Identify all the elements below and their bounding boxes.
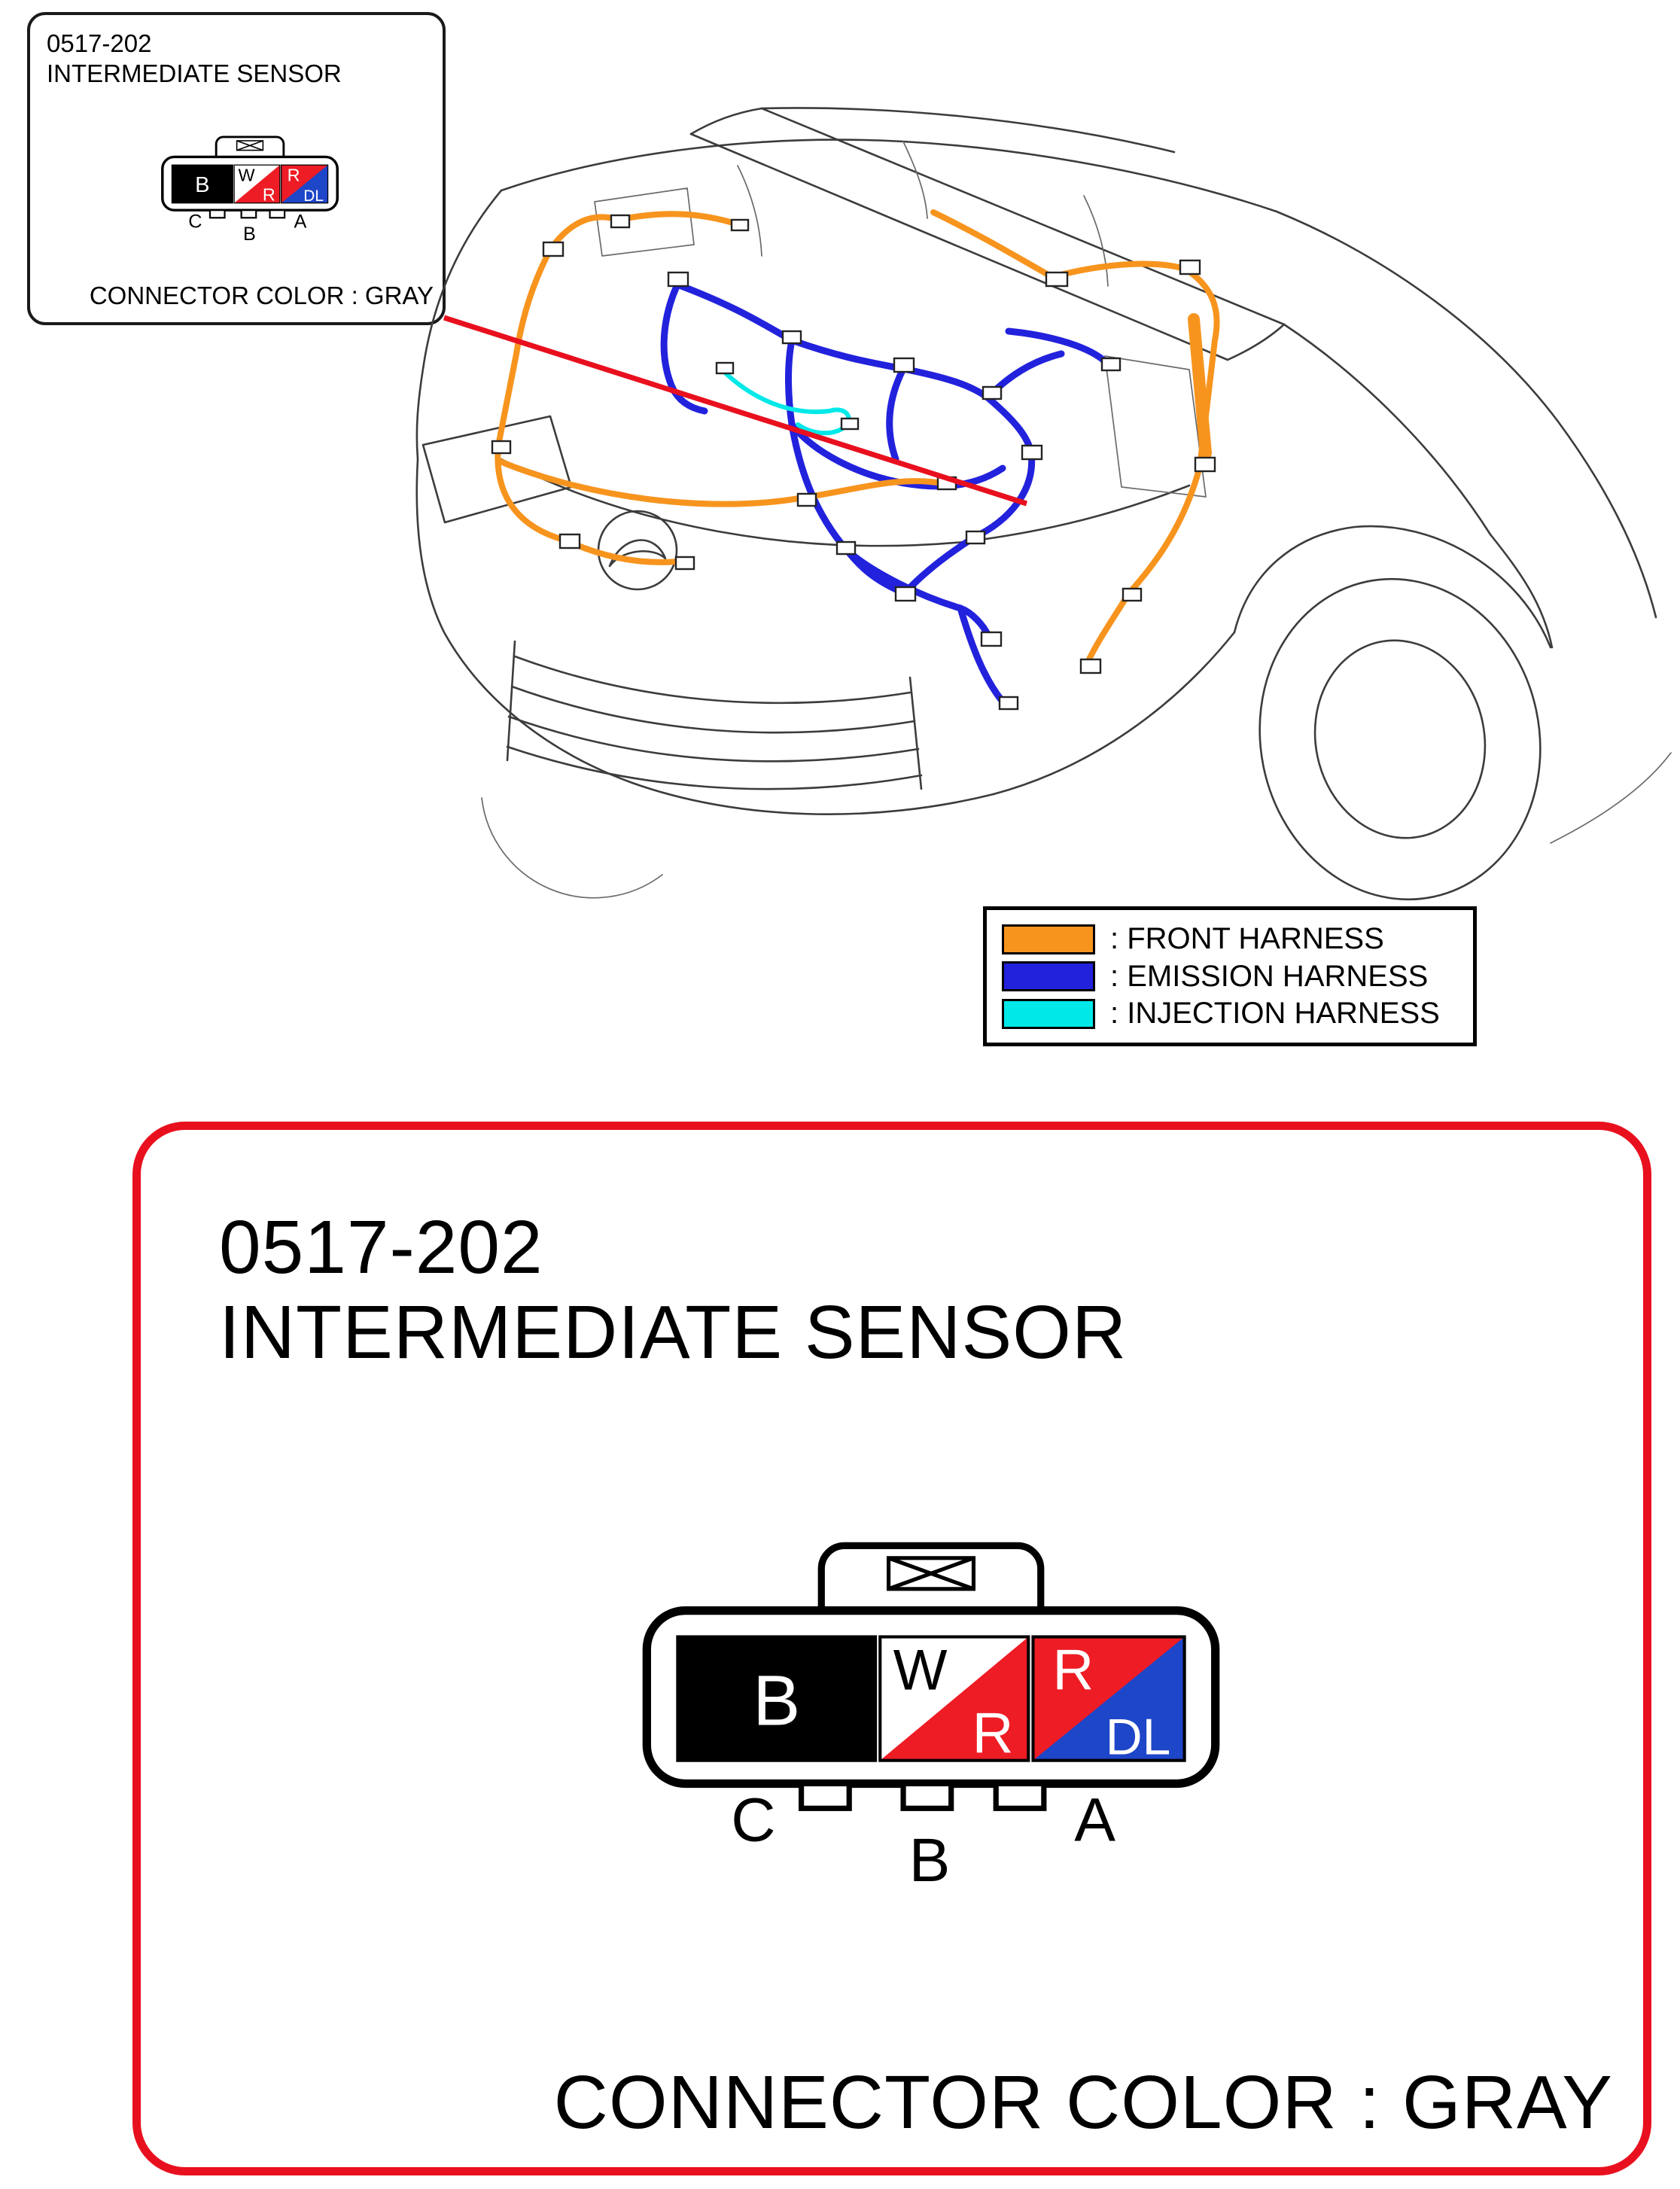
connector-cavities: B W R R DL [676,1635,1186,1765]
connector-markers [491,214,1216,711]
injection-harness-swatch [1002,998,1095,1029]
latch-lock-cross-icon [887,1556,975,1591]
emission-harness-wiring [660,281,1110,705]
cavity-r-upper-label: R [1052,1638,1094,1702]
callout-title: 0517-202 INTERMEDIATE SENSOR [47,29,342,88]
mini-connector-diagram: B W R R DL C B A [161,135,339,242]
panel-title: 0517-202 INTERMEDIATE SENSOR [219,1205,1127,1375]
connector-color-label: CONNECTOR COLOR : GRAY [553,2060,1613,2145]
cavity-w-label: W [239,166,255,185]
sensor-name: INTERMEDIATE SENSOR [219,1290,1128,1375]
cavity-w-label: W [893,1638,948,1702]
legend-item-emission-harness: : EMISSION HARNESS [1002,960,1458,994]
legend-label: : INJECTION HARNESS [1110,997,1440,1030]
cavity-b-label: B [195,173,209,197]
pin-c-label: C [188,212,202,233]
callout-sensor-name: INTERMEDIATE SENSOR [47,59,342,87]
cavity-r-lower-label: R [972,1701,1014,1765]
callout-connector-color-label: CONNECTOR COLOR : GRAY [89,282,434,309]
emission-harness-swatch [1002,961,1095,991]
legend-item-front-harness: : FRONT HARNESS [1002,922,1458,956]
pin-c-label: C [731,1786,775,1854]
pin-a-label: A [294,212,307,233]
front-harness-wiring [495,209,1220,667]
cavity-r-lower-label: R [263,185,275,205]
callout-sensor-code: 0517-202 [47,29,152,57]
connector-cavities: B W R R DL [171,164,329,205]
connector-pins: C B A [188,209,307,242]
callout-box: 0517-202 INTERMEDIATE SENSOR B W R [27,12,446,325]
front-harness-swatch [1002,924,1095,954]
connector-diagram: B W R R DL C B A [642,1542,1220,1886]
legend-label: : EMISSION HARNESS [1110,959,1429,993]
cavity-r-upper-label: R [288,166,300,185]
car-body-outline [415,107,1672,901]
harness-legend: : FRONT HARNESS : EMISSION HARNESS : INJ… [983,906,1477,1046]
car-illustration [415,107,1672,901]
cavity-dl-label: DL [1106,1709,1171,1765]
pin-b-label: B [243,224,256,242]
connector-detail-panel: 0517-202 INTERMEDIATE SENSOR B W R [132,1122,1651,2175]
cavity-dl-label: DL [303,187,324,205]
connector-pins: C B A [731,1780,1115,1886]
pin-a-label: A [1074,1786,1115,1854]
legend-item-injection-harness: : INJECTION HARNESS [1002,997,1458,1031]
cavity-b-label: B [753,1661,800,1740]
latch-lock-cross-icon [236,140,263,151]
sensor-code: 0517-202 [219,1205,543,1289]
legend-label: : FRONT HARNESS [1110,922,1384,955]
pin-b-label: B [909,1826,951,1886]
